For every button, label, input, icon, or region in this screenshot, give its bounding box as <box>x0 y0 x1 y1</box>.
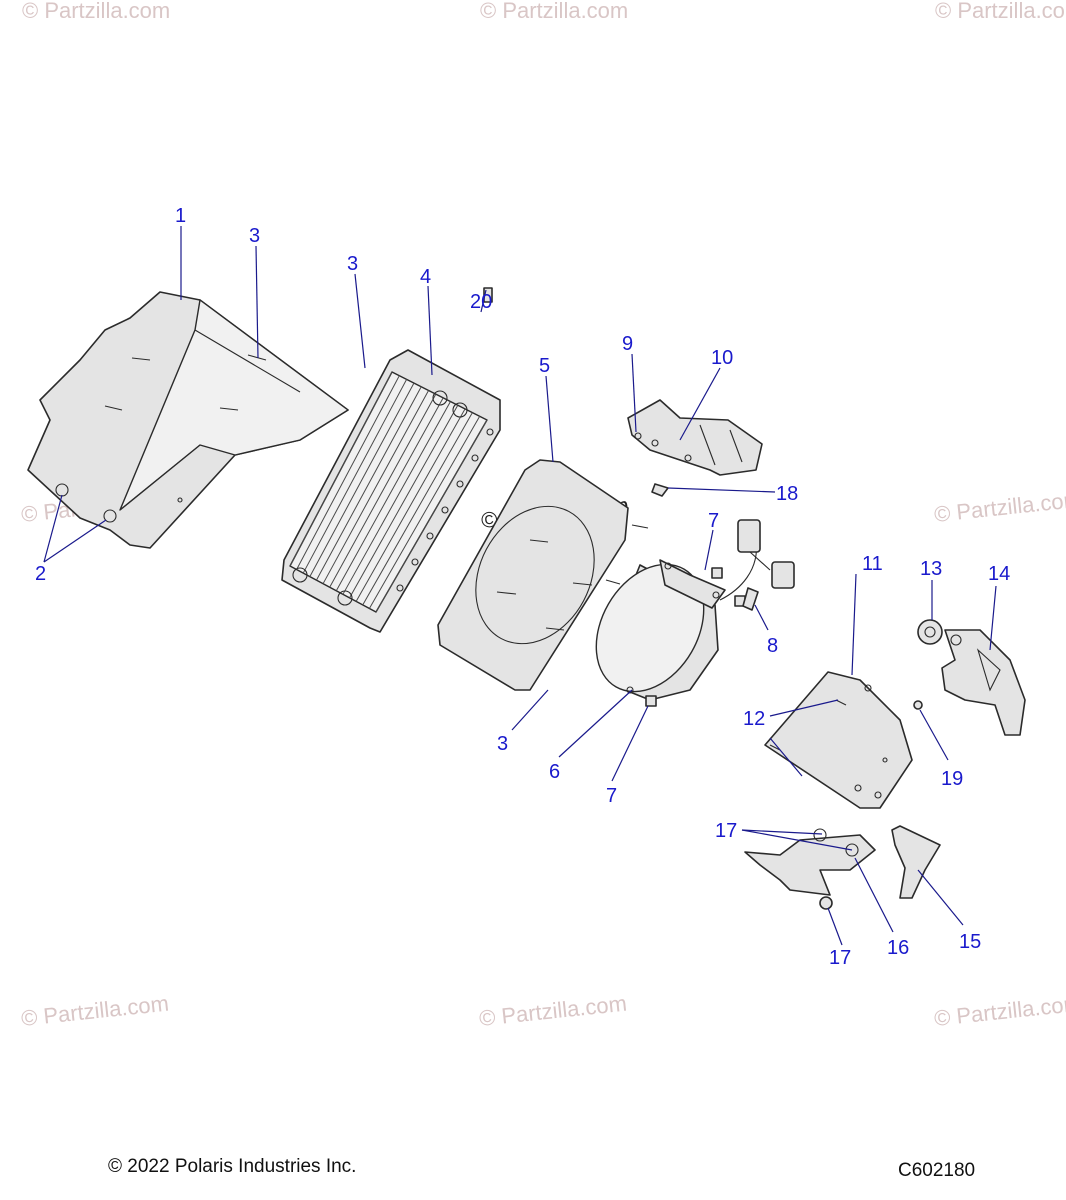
callout-7: 7 <box>606 785 617 807</box>
radiator-fin <box>309 382 415 577</box>
callout-3: 3 <box>347 253 358 275</box>
callout-20: 20 <box>470 291 492 313</box>
radiator-fins <box>289 371 488 613</box>
watermark: © Partzilla.com <box>933 991 1066 1031</box>
callout-9: 9 <box>622 333 633 355</box>
radiator-fin <box>289 371 393 567</box>
callout-3: 3 <box>249 225 260 247</box>
callout-3: 3 <box>497 733 508 755</box>
part-splash-guard <box>764 671 913 809</box>
part-lower-bracket <box>744 828 876 910</box>
callout-17: 17 <box>829 947 851 969</box>
callout-4: 4 <box>420 266 431 288</box>
radiator-fin <box>342 401 451 595</box>
callout-13: 13 <box>920 558 942 580</box>
part-radiator <box>281 287 501 633</box>
diagram-code: C602180 <box>898 1160 976 1181</box>
callout-16: 16 <box>887 937 909 959</box>
watermark: © Partzilla.com <box>933 487 1066 527</box>
part-fan-plate <box>437 459 649 691</box>
watermark: © Partzilla.com <box>935 0 1066 23</box>
radiator-fin <box>296 375 400 570</box>
callout-7: 7 <box>708 510 719 532</box>
callout-5: 5 <box>539 355 550 377</box>
callout-14: 14 <box>988 563 1010 585</box>
callout-15: 15 <box>959 931 981 953</box>
part-fan <box>595 519 795 707</box>
watermark: © Partzilla.com <box>22 0 170 23</box>
part-shroud <box>27 291 349 549</box>
part-bracket-top <box>627 399 763 476</box>
radiator-fin <box>335 397 444 592</box>
callout-8: 8 <box>767 635 778 657</box>
watermark: © Partzilla.com <box>478 991 628 1031</box>
radiator-fin <box>316 386 422 581</box>
part-small-bracket <box>891 825 941 899</box>
part-mount-bracket <box>941 629 1026 736</box>
radiator-fin <box>302 379 408 574</box>
callout-18: 18 <box>776 483 798 505</box>
watermark: © Partzilla.com <box>20 991 170 1031</box>
radiator-fin <box>349 404 459 599</box>
callout-11: 11 <box>862 553 883 575</box>
radiator-fin <box>322 390 429 584</box>
part-screw-19 <box>913 700 923 710</box>
callout-6: 6 <box>549 761 560 783</box>
callouts: 1 2 3 3 3 4 5 6 7 7 8 9 10 11 12 13 14 1… <box>35 205 1010 969</box>
part-grommet <box>917 619 943 645</box>
leader-lines <box>43 226 997 946</box>
callout-17: 17 <box>715 820 737 842</box>
radiator-fin <box>368 416 481 609</box>
radiator-fin <box>329 393 437 588</box>
copyright-text: © 2022 Polaris Industries Inc. <box>108 1156 357 1177</box>
callout-1: 1 <box>175 205 186 227</box>
part-clip <box>742 587 759 611</box>
callout-12: 12 <box>743 708 765 730</box>
radiator-fin <box>362 412 473 606</box>
callout-19: 19 <box>941 768 963 790</box>
callout-2: 2 <box>35 563 46 585</box>
callout-10: 10 <box>711 347 733 369</box>
radiator-fin <box>355 408 466 602</box>
part-push-pin <box>651 483 669 497</box>
watermark: © Partzilla.com <box>480 0 628 23</box>
radiator-fin <box>375 419 488 613</box>
